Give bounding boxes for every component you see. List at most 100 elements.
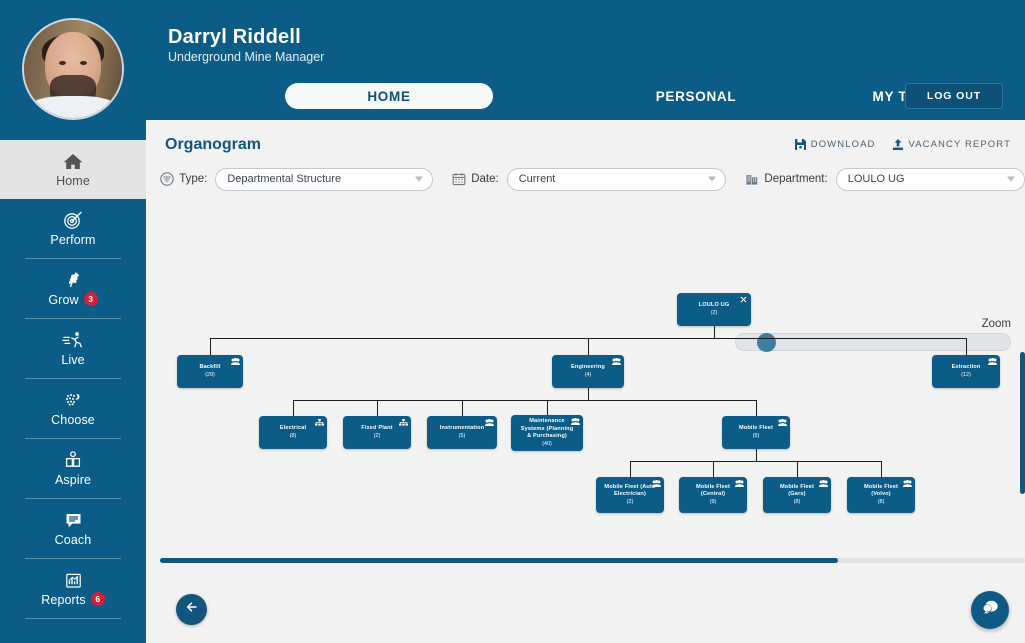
vertical-scrollbar-thumb[interactable] bbox=[1020, 352, 1025, 494]
sidebar-item-label: Home bbox=[56, 174, 90, 188]
sidebar-badge-reports: 6 bbox=[90, 592, 105, 606]
org-node-backfill[interactable]: Backfill(29) bbox=[177, 355, 243, 388]
sidebar-badge-grow: 3 bbox=[83, 292, 98, 306]
sidebar-item-choose[interactable]: Choose bbox=[0, 379, 146, 438]
close-icon[interactable] bbox=[739, 295, 748, 303]
zoom-slider[interactable] bbox=[735, 333, 1011, 352]
target-icon bbox=[62, 210, 84, 230]
org-node-mf-central[interactable]: Mobile Fleet (Central)(9) bbox=[679, 477, 747, 513]
org-connector bbox=[293, 400, 294, 416]
sidebar-item-aspire[interactable]: Aspire bbox=[0, 439, 146, 498]
org-node-count: (9) bbox=[709, 499, 717, 506]
sidebar-item-reports[interactable]: Reports 6 bbox=[0, 559, 146, 618]
org-connector bbox=[881, 461, 882, 477]
sidebar-item-perform[interactable]: Perform bbox=[0, 199, 146, 258]
org-connector bbox=[966, 338, 967, 355]
org-connector bbox=[630, 461, 631, 477]
user-role: Underground Mine Manager bbox=[168, 50, 325, 64]
org-node-count: (2) bbox=[373, 432, 381, 439]
back-button[interactable] bbox=[176, 594, 207, 625]
logout-button[interactable]: LOG OUT bbox=[905, 83, 1003, 109]
people-icon bbox=[571, 417, 580, 425]
people-icon bbox=[231, 357, 240, 365]
user-name: Darryl Riddell bbox=[168, 26, 301, 48]
people-icon bbox=[612, 357, 621, 365]
org-node-engineering[interactable]: Engineering(4) bbox=[552, 355, 624, 388]
sidebar-item-label: Choose bbox=[51, 413, 95, 427]
sidebar-item-label: Aspire bbox=[54, 473, 92, 487]
sidebar-item-label: Live bbox=[61, 353, 85, 367]
org-node-name: Instrumentation bbox=[439, 425, 485, 432]
org-connector bbox=[713, 461, 714, 477]
org-node-name: Extraction bbox=[951, 364, 981, 371]
sidebar-item-home[interactable]: Home bbox=[0, 140, 146, 199]
org-node-loulo[interactable]: LOULO UG(2) bbox=[677, 293, 751, 326]
horizontal-scrollbar[interactable] bbox=[160, 558, 1025, 563]
org-connector bbox=[797, 461, 798, 477]
sidebar-nav: Home Perform bbox=[0, 140, 146, 643]
org-node-count: (8) bbox=[289, 432, 297, 439]
org-node-electrical[interactable]: Electrical(8) bbox=[259, 416, 327, 449]
org-node-mf-volvo[interactable]: Mobile Fleet (Volvo)(8) bbox=[847, 477, 915, 513]
avatar-shirt bbox=[30, 96, 116, 118]
organogram-canvas[interactable]: LOULO UG(2) Backfill(29) Engineering(4) Ext… bbox=[146, 230, 1025, 570]
org-node-count: (2) bbox=[626, 499, 634, 506]
puzzle-icon bbox=[62, 390, 84, 410]
vacancy-report-button[interactable]: VACANCY REPORT bbox=[893, 139, 1011, 150]
tab-personal[interactable]: PERSONAL bbox=[655, 88, 737, 104]
department-select[interactable]: LOULO UG bbox=[835, 167, 1025, 191]
horizontal-scrollbar-thumb[interactable] bbox=[160, 558, 838, 563]
type-select[interactable]: Departmental Structure bbox=[215, 167, 434, 191]
org-connector bbox=[588, 338, 589, 355]
vacancy-report-label: VACANCY REPORT bbox=[908, 139, 1011, 150]
org-node-count: (5) bbox=[752, 432, 760, 439]
org-connector bbox=[714, 326, 715, 338]
save-icon bbox=[794, 139, 806, 150]
type-filter-label: Type: bbox=[179, 173, 208, 185]
sidebar-item-coach[interactable]: Coach bbox=[0, 499, 146, 558]
org-node-name: Maintenance Systems (Planning & Purchasi… bbox=[520, 418, 574, 440]
avatar-eye-right bbox=[79, 61, 87, 66]
sidebar-divider bbox=[25, 258, 121, 259]
org-connector bbox=[756, 449, 757, 461]
date-filter-label: Date: bbox=[471, 173, 499, 185]
chat-button[interactable] bbox=[971, 591, 1009, 629]
org-node-extraction[interactable]: Extraction(12) bbox=[932, 355, 1000, 388]
sidebar-divider bbox=[25, 558, 121, 559]
org-node-instr[interactable]: Instrumentation(5) bbox=[427, 416, 497, 449]
speech-icon bbox=[62, 510, 84, 530]
people-icon bbox=[778, 418, 787, 426]
upload-icon bbox=[893, 139, 904, 150]
chevron-down-icon bbox=[415, 176, 424, 182]
sidebar: Home Perform bbox=[0, 0, 146, 643]
sidebar-item-label: Grow bbox=[48, 293, 79, 307]
people-icon bbox=[903, 479, 912, 487]
org-node-name: Backfill bbox=[199, 364, 221, 371]
vertical-scrollbar[interactable] bbox=[1020, 352, 1025, 642]
people-icon bbox=[485, 418, 494, 426]
zoom-slider-thumb[interactable] bbox=[757, 333, 776, 352]
chevron-down-icon bbox=[1007, 176, 1016, 182]
org-node-name: Engineering bbox=[571, 364, 605, 371]
org-node-mf-gars[interactable]: Mobile Fleet (Gars)(8) bbox=[763, 477, 831, 513]
org-connector bbox=[462, 400, 463, 416]
tab-home[interactable]: HOME bbox=[285, 83, 493, 109]
download-button[interactable]: DOWNLOAD bbox=[794, 139, 876, 150]
org-node-name: Mobile Fleet (Auto Electrician) bbox=[604, 483, 656, 498]
org-node-fixedplant[interactable]: Fixed Plant(2) bbox=[343, 416, 411, 449]
download-label: DOWNLOAD bbox=[810, 139, 876, 150]
date-select[interactable]: Current bbox=[506, 167, 727, 191]
org-node-maint[interactable]: Maintenance Systems (Planning & Purchasi… bbox=[511, 415, 583, 451]
org-node-mobile[interactable]: Mobile Fleet(5) bbox=[722, 416, 790, 449]
department-filter-label: Department: bbox=[764, 173, 828, 185]
org-connector bbox=[630, 461, 881, 462]
org-node-count: (12) bbox=[961, 371, 971, 378]
org-node-mf-auto[interactable]: Mobile Fleet (Auto Electrician)(2) bbox=[596, 477, 664, 513]
avatar[interactable] bbox=[22, 18, 124, 120]
org-node-name: Mobile Fleet (Volvo) bbox=[863, 483, 899, 498]
sidebar-item-grow[interactable]: Grow 3 bbox=[0, 259, 146, 318]
sidebar-item-live[interactable]: Live bbox=[0, 319, 146, 378]
org-connector bbox=[210, 338, 211, 355]
calendar-icon bbox=[452, 172, 466, 187]
